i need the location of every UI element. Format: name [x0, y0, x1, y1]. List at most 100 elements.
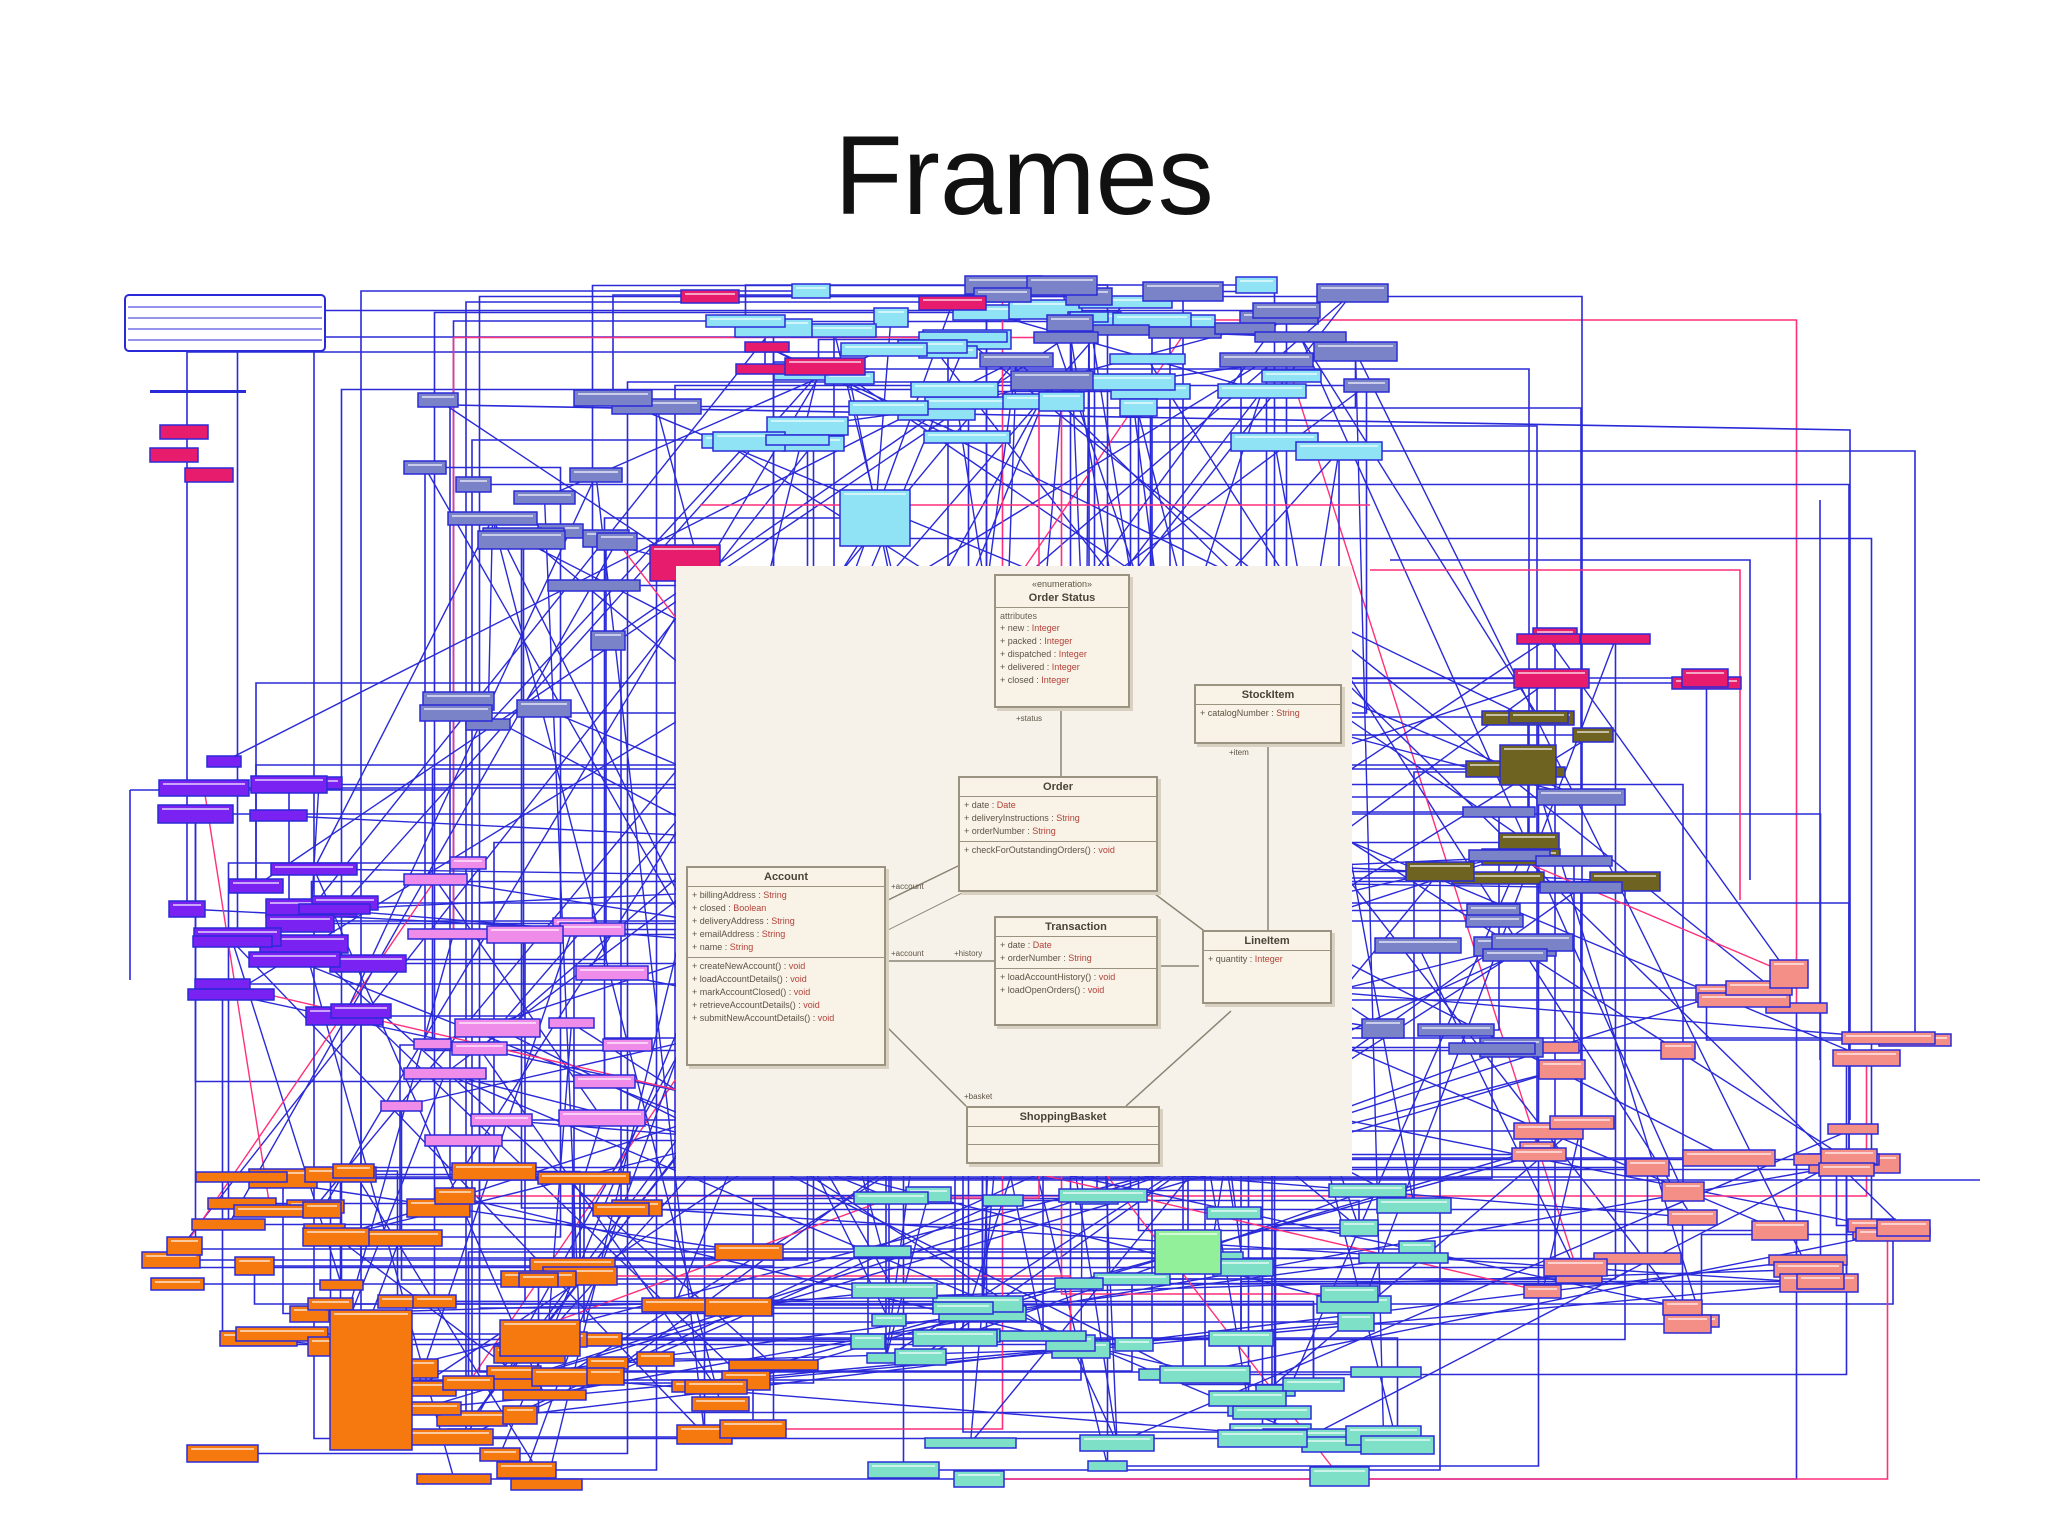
network-node	[319, 1279, 364, 1291]
class-name: StockItem	[1196, 686, 1340, 705]
network-node	[496, 1461, 557, 1479]
network-node-text	[696, 1400, 745, 1402]
network-node-text	[460, 480, 487, 482]
network-node-text	[855, 1337, 881, 1339]
network-node	[194, 978, 251, 990]
network-node-text	[1774, 963, 1804, 965]
network-node	[417, 392, 459, 408]
member-type: Integer	[1044, 636, 1073, 646]
network-node-text	[564, 926, 621, 928]
role-status: +status	[1016, 714, 1043, 723]
network-node	[1038, 391, 1085, 412]
network-node-text	[1881, 1223, 1926, 1225]
network-node	[586, 1356, 629, 1370]
network-node-text	[1686, 672, 1724, 674]
network-edge	[400, 1106, 539, 1281]
member-name: + dispatched :	[1000, 649, 1059, 659]
network-edge	[1338, 451, 1847, 1171]
network-node-text	[1287, 1381, 1340, 1383]
network-node	[999, 1330, 1087, 1342]
network-node-text	[452, 515, 533, 517]
network-node	[403, 460, 447, 475]
network-node-text	[1518, 1126, 1579, 1128]
network-node-text	[796, 327, 872, 329]
network-edge	[1547, 638, 1790, 975]
member-type: Boolean	[733, 903, 767, 913]
network-node	[1235, 276, 1278, 294]
network-node	[451, 1041, 508, 1056]
network-node-text	[1083, 299, 1168, 301]
network-edge	[526, 406, 658, 1471]
network-node	[1337, 1312, 1375, 1332]
network-node-text	[162, 808, 229, 810]
network-edge	[1370, 569, 1741, 900]
network-node	[1054, 1277, 1104, 1290]
member-type: void	[1087, 985, 1105, 995]
network-node-text	[253, 955, 336, 957]
network-node-text	[270, 918, 330, 920]
network-node	[894, 1348, 947, 1366]
network-node-text	[1403, 1244, 1431, 1246]
member-type: Integer	[1254, 954, 1283, 964]
network-node	[1374, 937, 1462, 954]
network-node	[1093, 1272, 1171, 1286]
network-node-text	[789, 361, 861, 363]
class-transaction: Transaction + date : Date+ orderNumber :…	[994, 916, 1158, 1026]
network-node-text	[255, 779, 323, 781]
network-node	[596, 532, 638, 551]
class-member: + retrieveAccountDetails() : void	[692, 999, 880, 1012]
network-edge	[434, 934, 526, 1303]
network-node	[573, 389, 653, 407]
class-attributes: attributes + new : Integer+ packed : Int…	[996, 608, 1128, 690]
member-type: void	[788, 961, 806, 971]
network-node-text	[591, 1360, 624, 1362]
network-node-text	[616, 402, 697, 404]
network-edge	[425, 466, 562, 531]
member-name: + submitNewAccountDetails() :	[692, 1013, 818, 1023]
network-node	[932, 1301, 994, 1315]
network-edge	[473, 483, 1850, 1157]
member-name: + emailAddress :	[692, 929, 762, 939]
class-name: Order	[960, 778, 1156, 797]
network-node-text	[163, 783, 245, 785]
network-node	[1841, 1031, 1936, 1045]
network-node-text	[1124, 402, 1153, 404]
network-node-text	[1537, 631, 1573, 633]
network-node	[1462, 806, 1536, 818]
network-node	[1295, 441, 1383, 461]
network-node-text	[427, 695, 490, 697]
network-node-text	[578, 1078, 631, 1080]
network-node-text	[1513, 714, 1564, 716]
network-node-text	[456, 1166, 532, 1168]
network-node	[1142, 281, 1224, 302]
network-node	[1681, 668, 1729, 688]
network-node-text	[547, 1270, 613, 1272]
network-node-text	[856, 1286, 933, 1288]
network-edge	[606, 537, 1873, 1226]
member-name: + billingAddress :	[692, 890, 764, 900]
network-node-text	[1090, 377, 1171, 379]
network-edge	[487, 518, 494, 725]
class-name: Transaction	[996, 918, 1156, 937]
network-edge	[583, 1178, 1356, 1323]
network-node-text	[239, 1260, 270, 1262]
network-edge	[1107, 717, 1540, 1467]
network-node-text	[1098, 1276, 1166, 1278]
network-node	[1079, 1434, 1155, 1452]
network-node	[502, 1389, 587, 1401]
network-node-text	[1318, 345, 1393, 347]
network-node-text	[1825, 1152, 1873, 1154]
network-node-text	[1379, 941, 1457, 943]
network-node-text	[1084, 1438, 1150, 1440]
network-node-text	[726, 1374, 766, 1376]
network-node	[1796, 1273, 1845, 1290]
network-edge	[360, 290, 811, 1011]
network-node-text	[316, 899, 374, 901]
network-node-text	[417, 1298, 452, 1300]
network-node-text	[878, 311, 904, 313]
network-node-text	[984, 356, 1049, 358]
network-node	[982, 1194, 1024, 1207]
network-node-text	[1837, 1053, 1896, 1055]
network-node-text	[915, 385, 994, 387]
network-node-text	[1630, 1162, 1665, 1164]
